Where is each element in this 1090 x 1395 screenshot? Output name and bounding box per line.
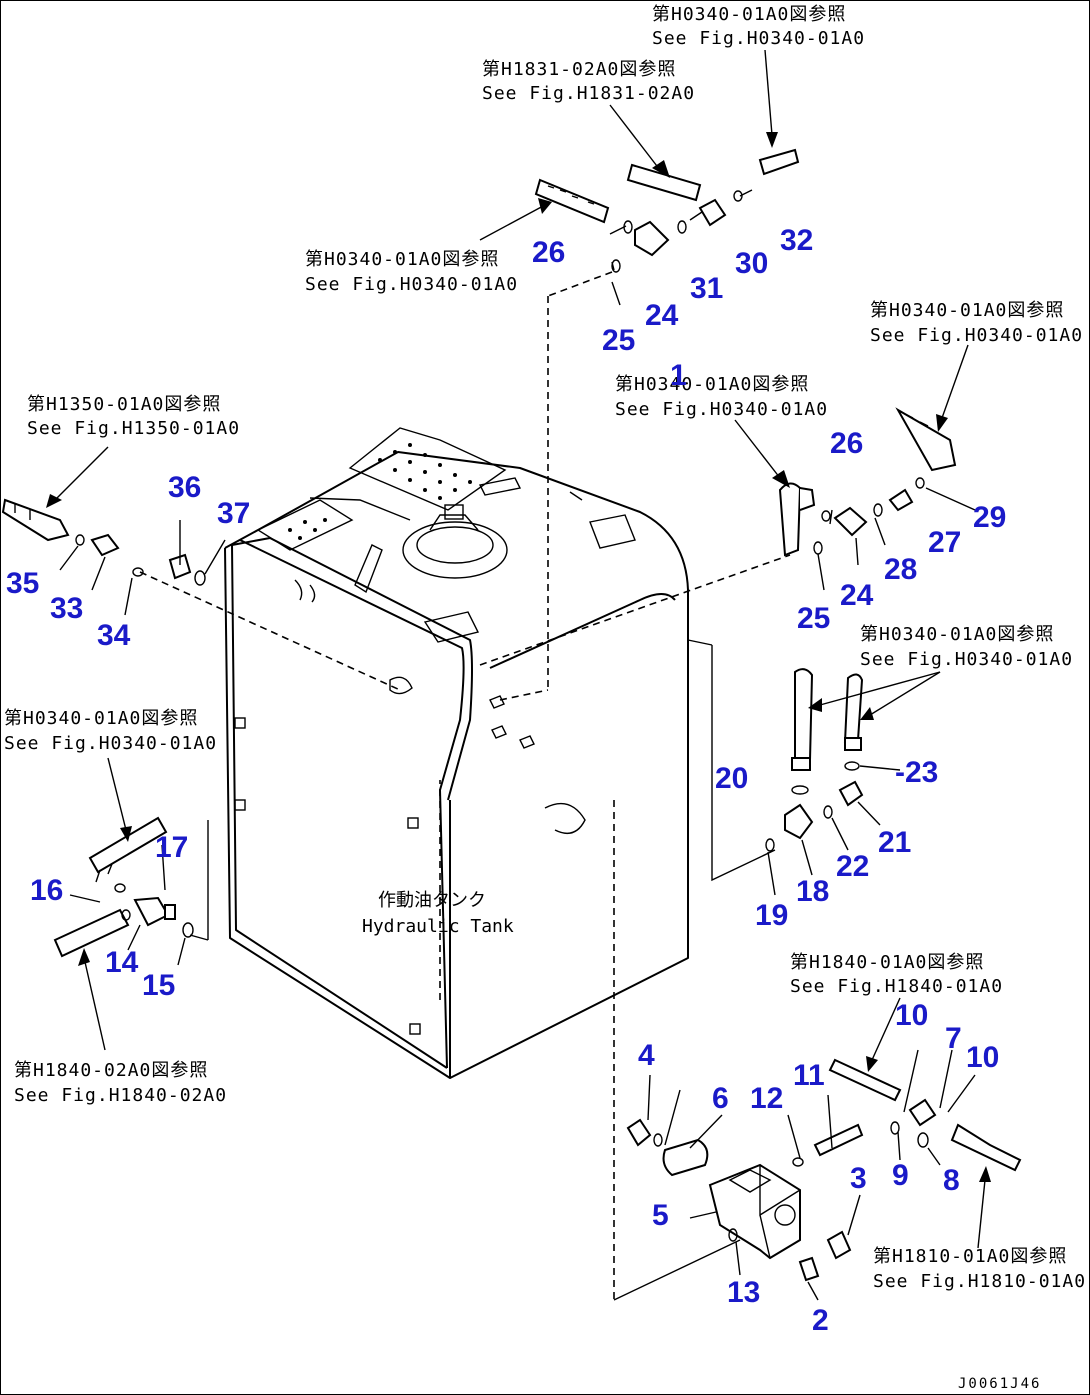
ref-5-jp: 第H1350-01A0図参照	[27, 394, 221, 415]
ref-1-jp: 第H1831-02A0図参照	[482, 59, 676, 80]
part-number: 18	[796, 875, 829, 908]
ref-8-jp: 第H1840-02A0図参照	[14, 1060, 208, 1081]
ref-5-en: See Fig.H1350-01A0	[27, 418, 240, 439]
part-number: 37	[217, 497, 250, 530]
part-number: 31	[690, 272, 723, 305]
ref-6-en: See Fig.H0340-01A0	[860, 649, 1073, 670]
part-number: 22	[836, 850, 869, 883]
part-number: 3	[850, 1162, 867, 1195]
part-number: 5	[652, 1199, 669, 1232]
step-grating-pattern	[288, 443, 472, 540]
ref-10-en: See Fig.H1810-01A0	[873, 1271, 1086, 1292]
part-number: 36	[168, 471, 201, 504]
ref-1-en: See Fig.H1831-02A0	[482, 83, 695, 104]
part-number: 10	[966, 1041, 999, 1074]
drawing-code: J0061J46	[958, 1376, 1041, 1392]
top-fittings	[534, 148, 800, 306]
part-number: 13	[727, 1276, 760, 1309]
part-number: 30	[735, 247, 768, 280]
part-number: 2	[812, 1304, 829, 1337]
part-number: 4	[638, 1039, 655, 1072]
ref-9-jp: 第H1840-01A0図参照	[790, 952, 984, 973]
part-number: 34	[97, 619, 131, 652]
part-number: 7	[945, 1022, 962, 1055]
ref-9-en: See Fig.H1840-01A0	[790, 976, 1003, 997]
ref-3-jp: 第H0340-01A0図参照	[870, 300, 1064, 321]
ref-7-jp: 第H0340-01A0図参照	[4, 708, 198, 729]
ref-10-jp: 第H1810-01A0図参照	[873, 1246, 1067, 1267]
part-number: 28	[884, 553, 917, 586]
part-number: 27	[928, 526, 961, 559]
part-number: 32	[780, 224, 813, 257]
ref-3-en: See Fig.H0340-01A0	[870, 325, 1083, 346]
part-number: 6	[712, 1082, 729, 1115]
part-number: 17	[155, 831, 188, 864]
ref-7-en: See Fig.H0340-01A0	[4, 733, 217, 754]
middle-right-fittings	[765, 668, 901, 896]
part-number: 14	[105, 946, 139, 979]
left-middle-fittings	[53, 816, 194, 966]
part-number: 19	[755, 899, 788, 932]
tank-label-en: Hydraulic Tank	[362, 916, 514, 937]
ref-4-en: See Fig.H0340-01A0	[615, 399, 828, 420]
tank-label-jp: 作動油タンク	[378, 890, 486, 911]
part-number: 26	[532, 236, 565, 269]
part-number: 35	[6, 567, 39, 600]
part-number: 24	[645, 299, 679, 332]
part-number: 25	[602, 324, 635, 357]
part-number: 24	[840, 579, 874, 612]
ref-0-jp: 第H0340-01A0図参照	[652, 4, 846, 25]
part-number: 16	[30, 874, 63, 907]
ref-2-jp: 第H0340-01A0図参照	[305, 249, 499, 270]
part-number-callouts: 1 2 3 4 5 6 7 8 9 10 10 11 12 13 14 15 1…	[6, 224, 1006, 1337]
part-number: 29	[973, 501, 1006, 534]
part-number: 11	[793, 1059, 825, 1092]
part-number: 1	[670, 359, 687, 392]
left-top-fittings	[1, 498, 226, 616]
part-number: 15	[142, 969, 175, 1002]
reference-leaders	[46, 49, 991, 1249]
ref-8-en: See Fig.H1840-02A0	[14, 1085, 227, 1106]
part-number: 9	[892, 1159, 909, 1192]
part-number: 21	[878, 826, 911, 859]
ref-0-en: See Fig.H0340-01A0	[652, 28, 865, 49]
part-number: 33	[50, 592, 83, 625]
part-number: 12	[750, 1082, 783, 1115]
part-number: 20	[715, 762, 748, 795]
reference-labels: 第H0340-01A0図参照 See Fig.H0340-01A0 第H1831…	[4, 4, 1086, 1292]
connection-lines	[139, 271, 791, 1301]
ref-4-jp: 第H0340-01A0図参照	[615, 374, 809, 395]
part-number: 25	[797, 602, 830, 635]
part-number: 10	[895, 999, 928, 1032]
right-fittings	[778, 407, 976, 591]
part-number: -23	[895, 756, 938, 789]
bottom-valve-assembly	[626, 1049, 1022, 1301]
ref-6-jp: 第H0340-01A0図参照	[860, 624, 1054, 645]
part-number: 8	[943, 1164, 960, 1197]
ref-2-en: See Fig.H0340-01A0	[305, 274, 518, 295]
hydraulic-tank: 作動油タンク Hydraulic Tank	[224, 427, 689, 1079]
part-number: 26	[830, 427, 863, 460]
